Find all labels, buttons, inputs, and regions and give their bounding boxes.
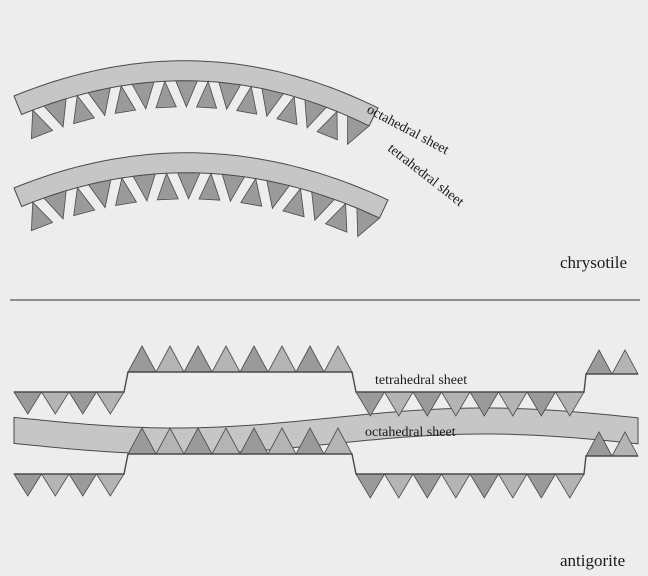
chrysotile-octahedral-band-2 xyxy=(14,153,388,218)
antigorite-upper-tetrahedron-5 xyxy=(156,346,184,372)
antigorite-upper-tetrahedron-20 xyxy=(586,350,612,374)
chrysotile-tetrahedron-2-11 xyxy=(267,181,290,209)
chrysotile-tetrahedron-2-12 xyxy=(283,189,304,217)
antigorite-upper-tetrahedron-6 xyxy=(184,346,212,372)
antigorite-upper-tetrahedron-1 xyxy=(42,392,70,414)
antigorite-upper-tetrahedron-8 xyxy=(240,346,268,372)
antigorite-lower-tetrahedron-15 xyxy=(442,474,471,498)
chrysotile-tetrahedron-2-9 xyxy=(222,174,244,201)
chrysotile-tetrahedron-2-7 xyxy=(178,173,200,199)
antigorite-lower-tetrahedron-19 xyxy=(556,474,585,498)
antigorite-lower-tetrahedron-17 xyxy=(499,474,528,498)
antigorite-upper-tetrahedron-4 xyxy=(128,346,156,372)
chrysotile-octahedral-label: octahedral sheet xyxy=(364,102,451,158)
chrysotile-octahedral-band-1 xyxy=(14,61,378,126)
chrysotile-tetrahedron-1-5 xyxy=(132,82,154,109)
chrysotile-tetrahedral-label: tetrahedral sheet xyxy=(385,141,467,210)
chrysotile-tetrahedron-1-4 xyxy=(115,86,136,113)
chrysotile-tetrahedron-1-0 xyxy=(31,110,52,139)
antigorite-upper-tetrahedron-10 xyxy=(296,346,324,372)
chrysotile-tetrahedron-1-9 xyxy=(219,82,241,109)
chrysotile-tetrahedron-2-8 xyxy=(199,174,220,201)
antigorite-panel: tetrahedral sheet octahedral sheet antig… xyxy=(14,346,638,570)
chrysotile-tetrahedron-2-5 xyxy=(133,174,155,201)
antigorite-name-label: antigorite xyxy=(560,551,625,570)
chrysotile-tetrahedron-2-0 xyxy=(31,202,52,231)
chrysotile-tetrahedron-1-6 xyxy=(156,81,176,108)
chrysotile-tetrahedron-1-10 xyxy=(237,87,257,115)
antigorite-lower-tetrahedron-18 xyxy=(527,474,556,498)
antigorite-upper-baseline xyxy=(14,372,638,392)
chrysotile-tetrahedron-1-11 xyxy=(262,89,283,117)
chrysotile-tetrahedron-1-14 xyxy=(317,112,337,140)
chrysotile-tetrahedron-1-3 xyxy=(88,88,110,116)
antigorite-lower-tetrahedron-2 xyxy=(69,474,97,496)
chrysotile-tetrahedron-2-6 xyxy=(157,173,178,200)
antigorite-lower-tetrahedron-0 xyxy=(14,474,42,496)
antigorite-lower-baseline xyxy=(14,454,638,474)
antigorite-upper-tetrahedron-12 xyxy=(356,392,385,416)
antigorite-lower-tetrahedron-12 xyxy=(356,474,385,498)
antigorite-upper-tetrahedron-21 xyxy=(612,350,638,374)
chrysotile-tetrahedron-1-2 xyxy=(74,96,95,124)
antigorite-upper-tetrahedron-11 xyxy=(324,346,352,372)
chrysotile-tetrahedron-2-10 xyxy=(241,179,262,207)
chrysotile-panel: octahedral sheet tetrahedral sheet chrys… xyxy=(14,61,627,272)
antigorite-upper-tetrahedron-0 xyxy=(14,392,42,414)
chrysotile-sheet-layers xyxy=(14,61,388,237)
chrysotile-name-label: chrysotile xyxy=(560,253,627,272)
antigorite-lower-tetrahedron-16 xyxy=(470,474,499,498)
antigorite-lower-tetrahedron-1 xyxy=(42,474,70,496)
chrysotile-tetrahedron-1-8 xyxy=(197,82,217,109)
antigorite-octahedral-label: octahedral sheet xyxy=(365,425,456,440)
antigorite-lower-tetrahedron-14 xyxy=(413,474,442,498)
chrysotile-tetrahedron-2-3 xyxy=(89,180,111,208)
antigorite-upper-tetrahedron-9 xyxy=(268,346,296,372)
antigorite-lower-tetrahedron-3 xyxy=(97,474,125,496)
antigorite-upper-tetrahedron-3 xyxy=(97,392,125,414)
antigorite-tetrahedral-label: tetrahedral sheet xyxy=(375,373,467,388)
antigorite-sheet-layers xyxy=(14,346,638,498)
chrysotile-tetrahedron-1-12 xyxy=(277,97,297,125)
chrysotile-tetrahedron-2-14 xyxy=(326,204,347,233)
antigorite-upper-tetrahedron-2 xyxy=(69,392,97,414)
chrysotile-tetrahedron-1-7 xyxy=(176,81,198,107)
antigorite-lower-tetrahedron-13 xyxy=(385,474,414,498)
chrysotile-tetrahedron-2-4 xyxy=(116,178,137,206)
antigorite-octahedral-band xyxy=(14,408,638,454)
antigorite-upper-tetrahedron-7 xyxy=(212,346,240,372)
chrysotile-tetrahedron-2-2 xyxy=(74,188,95,216)
